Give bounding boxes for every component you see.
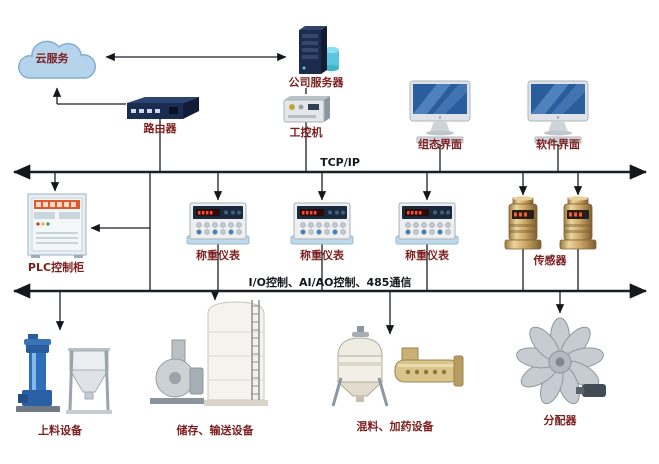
dosing-feeder-icon — [394, 347, 464, 387]
pump-icon — [16, 334, 60, 412]
router-label: 路由器 — [143, 122, 177, 135]
router-icon — [121, 95, 201, 121]
config-ui-label: 组态界面 — [418, 138, 462, 151]
mixer-tank-icon — [331, 326, 389, 407]
plc-cabinet-label: PLC控制柜 — [27, 261, 85, 274]
cloud-icon — [12, 36, 104, 84]
industrial-pc-icon — [280, 93, 332, 125]
server-icon — [291, 24, 343, 80]
weighing-indicator-icon — [186, 202, 250, 246]
weighing-indicator-icon — [395, 202, 459, 246]
storage-equipment-icon — [148, 298, 270, 418]
sensors-label: 传感器 — [533, 254, 567, 267]
software-monitor-icon — [525, 80, 591, 144]
weighing-indicator-label: 称重仪表 — [300, 249, 344, 262]
industrial-pc-label: 工控机 — [289, 126, 323, 139]
load-cell-sensor-icon — [500, 196, 546, 252]
weighing-indicator-label: 称重仪表 — [405, 249, 449, 262]
cloud-label: 云服务 — [35, 52, 69, 65]
software-ui-label: 软件界面 — [536, 138, 580, 151]
hopper-icon — [66, 348, 112, 414]
weighing-indicator-icon — [290, 202, 354, 246]
mixing-dosing-label: 混料、加药设备 — [356, 420, 434, 433]
feeding-equipment-icon — [12, 332, 114, 416]
io-bus-label: I/O控制、AI/AO控制、485通信 — [248, 276, 412, 289]
plc-cabinet-icon — [25, 193, 89, 259]
load-cell-sensor-icon — [555, 196, 601, 252]
tcpip-bus-label: TCP/IP — [320, 156, 360, 169]
weighing-indicator-label: 称重仪表 — [196, 249, 240, 262]
mixing-equipment-icon — [326, 326, 466, 416]
server-label: 公司服务器 — [288, 76, 344, 89]
fan-distributor-icon — [512, 316, 612, 416]
distributor-label: 分配器 — [543, 414, 577, 427]
blower-icon — [150, 339, 204, 404]
config-monitor-icon — [407, 80, 473, 144]
feeding-label: 上料设备 — [38, 424, 82, 437]
storage-conveying-label: 储存、输送设备 — [176, 424, 254, 437]
silo-icon — [204, 300, 268, 406]
